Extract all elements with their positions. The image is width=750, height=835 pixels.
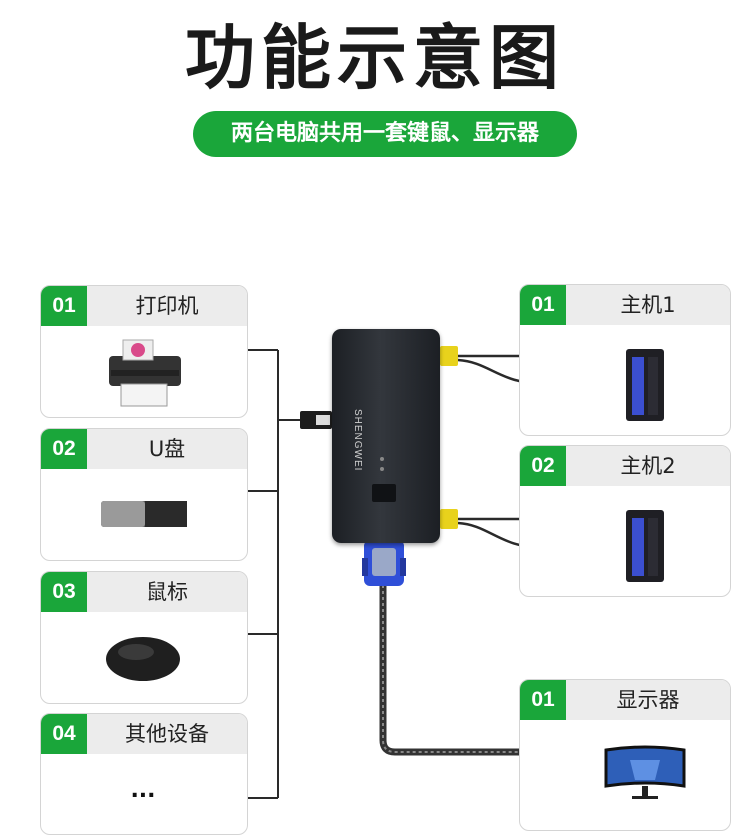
status-led [380,457,384,461]
card-host-2: 02 主机2 [519,445,731,597]
usb-drive-icon [101,501,187,527]
card-label: 打印机 [135,294,199,318]
card-number: 02 [41,429,87,469]
vga-connector-icon [362,540,406,586]
card-number: 01 [41,286,87,326]
status-led [380,467,384,471]
switch-button [372,484,396,502]
card-number: 03 [41,572,87,612]
kvm-switch-device: SHENGWEI [332,329,440,543]
card-number: 02 [520,446,566,486]
card-printer: 01 打印机 [40,285,248,418]
pc-tower-icon [626,349,664,421]
card-label: U盘 [148,437,186,461]
card-label: 其他设备 [125,722,209,746]
card-number: 01 [520,285,566,325]
card-monitor: 01 显示器 [519,679,731,831]
printer-icon [109,339,181,407]
mouse-icon [106,637,180,681]
card-label: 主机2 [620,454,676,478]
card-label: 显示器 [616,688,680,712]
card-label: 主机1 [620,293,676,317]
device-brand: SHENGWEI [352,409,363,472]
card-other-devices: 04 其他设备 [40,713,248,835]
vga-yellow-icons [440,346,458,529]
card-host-1: 01 主机1 [519,284,731,436]
subtitle-banner: 两台电脑共用一套键鼠、显示器 [193,111,577,157]
page-title: 功能示意图 [185,17,565,99]
card-number: 01 [520,680,566,720]
card-number: 04 [41,714,87,754]
card-usb-drive: 02 U盘 [40,428,248,561]
card-label: 鼠标 [146,580,188,604]
card-mouse: 03 鼠标 [40,571,248,704]
more-devices-ellipsis: ... [130,778,156,803]
monitor-icon [604,745,686,799]
pc-tower-icon [626,510,664,582]
